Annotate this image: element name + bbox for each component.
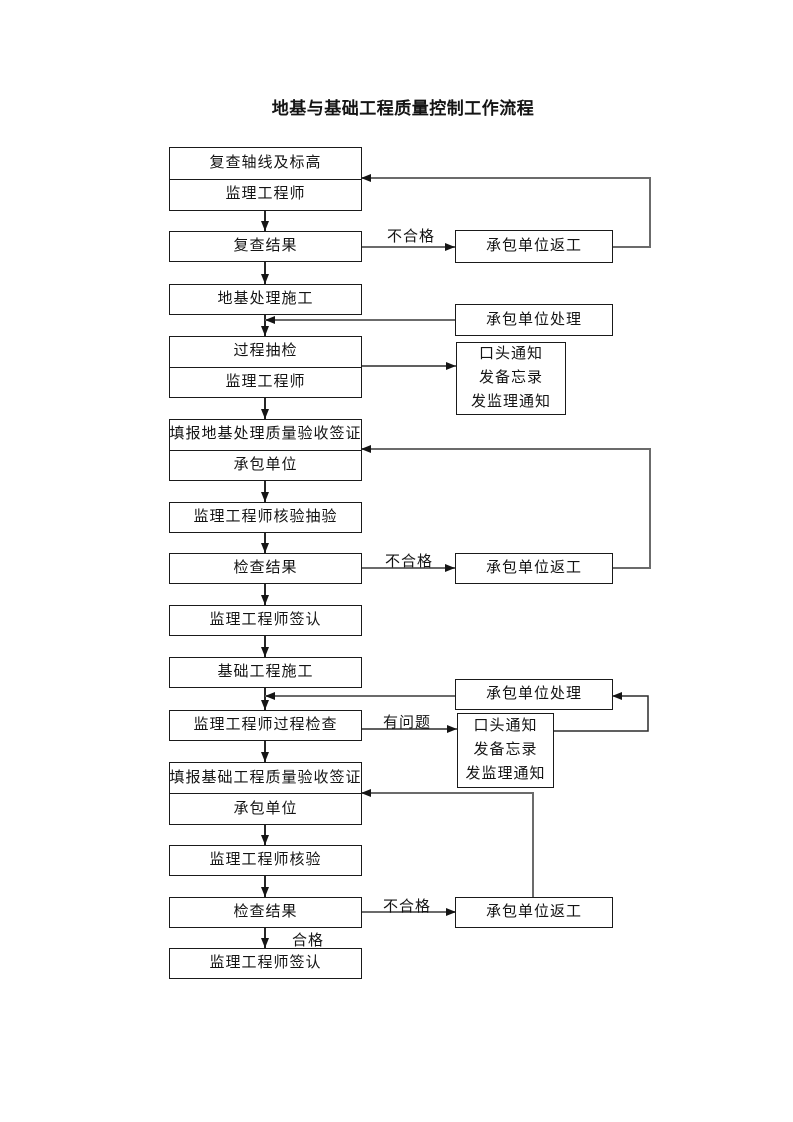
step-label: 监理工程师签认 — [209, 612, 322, 628]
notice-line: 口头通知 — [473, 717, 538, 734]
step-ground-treatment-construction: 地基处理施工 — [169, 284, 362, 315]
step-engineer-signoff-1: 监理工程师签认 — [169, 605, 362, 636]
notice-line: 口头通知 — [478, 346, 543, 363]
step-process-spot-check: 过程抽检 监理工程师 — [169, 336, 362, 398]
loop-rework3-back-to-step11 — [361, 789, 534, 897]
step-label: 复查结果 — [233, 238, 298, 254]
step-label: 过程抽检 — [233, 343, 298, 360]
step-label: 填报地基处理质量验收签证 — [169, 426, 362, 443]
step-foundation-construction: 基础工程施工 — [169, 657, 362, 688]
notice-line: 发备忘录 — [473, 741, 538, 758]
side-label: 承包单位处理 — [485, 686, 582, 702]
side-contractor-rework-3: 承包单位返工 — [455, 897, 613, 928]
step-engineer-signoff-2: 监理工程师签认 — [169, 948, 362, 979]
step-actor: 监理工程师 — [170, 178, 361, 211]
step-engineer-process-inspection: 监理工程师过程检查 — [169, 710, 362, 741]
step-submit-ground-treatment-acceptance: 填报地基处理质量验收签证 承包单位 — [169, 419, 362, 481]
step-label: 复查轴线及标高 — [209, 154, 322, 171]
step-label: 地基处理施工 — [217, 291, 314, 307]
side-label: 承包单位处理 — [485, 311, 582, 328]
edge-label-fail-3: 不合格 — [383, 899, 432, 915]
side-contractor-rework-1: 承包单位返工 — [455, 230, 613, 263]
notice-line: 发监理通知 — [465, 766, 546, 783]
side-contractor-handle-1: 承包单位处理 — [455, 304, 613, 336]
page-title: 地基与基础工程质量控制工作流程 — [271, 99, 535, 118]
step-submit-foundation-acceptance: 填报基础工程质量验收签证 承包单位 — [169, 762, 362, 825]
side-notices-1: 口头通知 发备忘录 发监理通知 — [456, 342, 566, 415]
step-inspection-result-1: 检查结果 — [169, 553, 362, 584]
step-label: 基础工程施工 — [217, 664, 314, 680]
step-engineer-verification: 监理工程师核验 — [169, 845, 362, 876]
step-actor: 承包单位 — [170, 449, 361, 481]
edge-label-fail-2: 不合格 — [385, 554, 434, 570]
step-inspection-result-2: 检查结果 — [169, 897, 362, 928]
side-label: 承包单位返工 — [485, 560, 582, 576]
side-label: 承包单位返工 — [485, 904, 582, 920]
step-label: 监理工程师核验抽验 — [193, 509, 338, 525]
edge-label-pass: 合格 — [292, 933, 325, 949]
step-recheck-result: 复查结果 — [169, 231, 362, 262]
edge-label-fail-1: 不合格 — [387, 229, 436, 245]
step-label: 填报基础工程质量验收签证 — [169, 769, 362, 786]
notice-line: 发备忘录 — [478, 370, 543, 386]
step-label: 检查结果 — [233, 560, 298, 576]
step-actor: 监理工程师 — [170, 366, 361, 398]
side-label: 承包单位返工 — [485, 238, 582, 254]
step-engineer-verify-sampling: 监理工程师核验抽验 — [169, 502, 362, 533]
step-label: 检查结果 — [233, 904, 298, 920]
step-label: 监理工程师核验 — [209, 852, 322, 868]
step-actor: 承包单位 — [170, 793, 361, 824]
notice-line: 发监理通知 — [470, 393, 551, 410]
step-recheck-axis-and-elevation: 复查轴线及标高 监理工程师 — [169, 147, 362, 211]
side-contractor-handle-2: 承包单位处理 — [455, 679, 613, 710]
step-label: 监理工程师过程检查 — [193, 717, 338, 733]
side-contractor-rework-2: 承包单位返工 — [455, 553, 613, 584]
step-label: 监理工程师签认 — [209, 955, 322, 971]
side-notices-2: 口头通知 发备忘录 发监理通知 — [457, 713, 554, 788]
edge-label-problem: 有问题 — [383, 715, 432, 731]
